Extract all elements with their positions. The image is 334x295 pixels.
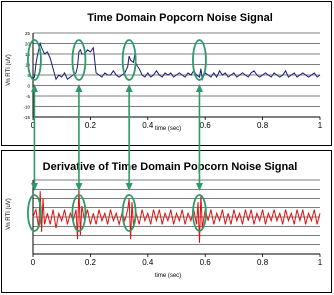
bottom-chart-title: Derivative of Time Domain Popcorn Noise … — [43, 161, 298, 173]
top-event-ellipse — [27, 39, 42, 81]
top-y-tick-label: 20 — [25, 42, 31, 47]
top-x-tick-label: 0.6 — [200, 121, 212, 130]
bottom-x-tick-label: 0.6 — [200, 258, 212, 267]
bottom-x-tick-label: 1 — [318, 258, 323, 267]
top-y-tick-label: 5 — [27, 73, 30, 78]
top-x-tick-label: 0.4 — [142, 121, 154, 130]
bottom-x-tick-label: 0.2 — [85, 258, 97, 267]
arrowhead-up — [30, 84, 38, 92]
bottom-x-tick-label: 0.4 — [142, 258, 154, 267]
bottom-event-ellipse — [192, 194, 207, 232]
top-y-tick-label: -15 — [23, 115, 30, 120]
arrowhead-up — [125, 84, 133, 92]
top-event-ellipse — [121, 39, 137, 81]
top-y-tick-label: 25 — [25, 31, 31, 36]
top-y-tick-label: 0 — [27, 84, 30, 89]
bottom-event-ellipse — [121, 194, 137, 232]
bottom-x-tick-label: 0 — [31, 258, 36, 267]
annotations — [27, 39, 207, 232]
bottom-x-tick-labels: 0 0.2 0.4 0.6 0.8 1 — [31, 254, 323, 267]
top-x-tick-label: 0.8 — [257, 121, 269, 130]
top-x-axis-label: time (sec) — [155, 126, 181, 132]
top-event-ellipse — [71, 39, 87, 81]
arrowhead-up — [195, 84, 203, 92]
bottom-x-axis-label: time (sec) — [155, 273, 181, 279]
bottom-event-ellipse — [27, 194, 42, 232]
top-y-axis-label: Vn RTI (uV) — [6, 54, 12, 86]
top-x-tick-label: 0.2 — [85, 121, 97, 130]
bottom-panel-frame — [1, 150, 332, 293]
top-signal-line — [32, 41, 321, 81]
arrowhead-up — [75, 84, 83, 92]
arrowhead-down — [125, 183, 133, 191]
top-y-tick-label: -10 — [23, 105, 30, 110]
arrowhead-down — [75, 183, 83, 191]
top-y-tick-label: -5 — [26, 94, 30, 99]
top-x-tick-label: 0 — [31, 121, 36, 130]
bottom-y-axis-label: Vn RTI (uV) — [6, 198, 12, 230]
top-x-tick-label: 1 — [318, 121, 323, 130]
bottom-x-tick-label: 0.8 — [257, 258, 269, 267]
top-x-tick-labels: 0 0.2 0.4 0.6 0.8 1 — [31, 117, 323, 130]
bottom-event-ellipse — [71, 194, 87, 232]
top-event-ellipse — [192, 39, 207, 81]
bottom-derivative-line — [32, 187, 321, 243]
top-chart-title: Time Domain Popcorn Noise Signal — [87, 12, 273, 24]
arrowhead-down — [30, 183, 38, 191]
arrowhead-down — [195, 183, 203, 191]
